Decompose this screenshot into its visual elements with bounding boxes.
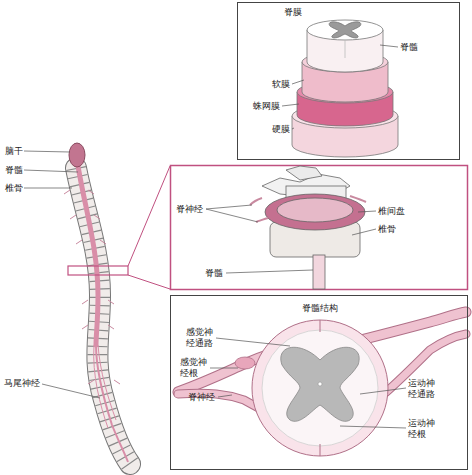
panel-box: 脊膜: [237, 2, 460, 160]
spinal-cord: [77, 160, 98, 345]
part-label: 脊髓: [400, 42, 440, 53]
spine-body: [76, 168, 130, 464]
brainstem: [69, 143, 85, 167]
meninges-illustration: [292, 20, 398, 157]
part-label: 椎骨: [5, 183, 35, 194]
panel-title: 脊髓结构: [171, 303, 469, 314]
panel-title: 脊膜: [284, 7, 344, 18]
spine-outline: [76, 168, 130, 464]
spinal-nerves: [64, 190, 120, 384]
leader-lines: [206, 205, 376, 273]
part-label: 马尾神经: [4, 378, 44, 389]
part-label: 椎间盘: [378, 206, 418, 217]
part-label: 运动神经根: [408, 418, 438, 440]
zoom-rect: [68, 266, 128, 275]
part-label: 感觉神经根: [180, 357, 210, 379]
cauda-equina: [98, 345, 116, 420]
leader-lines: [282, 45, 398, 129]
spine-figure: [64, 143, 170, 464]
vertebra-lines: [76, 168, 130, 464]
part-label: 软膜: [250, 79, 290, 90]
part-label: 感觉神经通路: [186, 327, 216, 349]
part-label: 蛛网膜: [240, 101, 280, 112]
zoom-line: [128, 275, 170, 289]
part-label: 运动神经通路: [408, 378, 438, 400]
part-label: 脊神经: [188, 392, 220, 403]
cross-section: [178, 312, 466, 456]
zoom-box: [171, 166, 468, 290]
leader-lines: [24, 151, 100, 398]
leader-lines: [210, 338, 406, 428]
part-label: 脊神经: [176, 204, 208, 215]
part-label: 脊髓: [5, 165, 35, 176]
vertebra-illustration: [250, 166, 366, 289]
zoom-line: [128, 166, 170, 266]
part-label: 椎骨: [378, 224, 418, 235]
part-label: 脊髓: [205, 268, 235, 279]
part-label: 脑干: [5, 146, 35, 157]
part-label: 硬膜: [250, 124, 290, 135]
